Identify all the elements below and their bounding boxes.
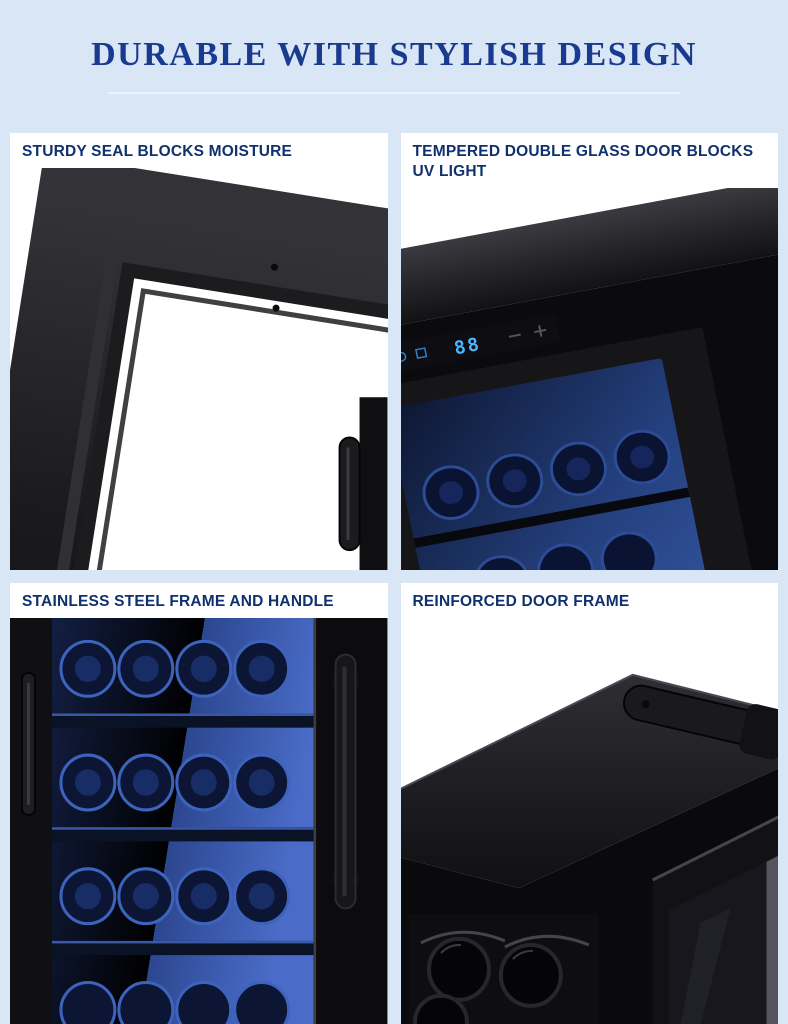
screw-icon [270, 263, 278, 271]
screw-icon [272, 304, 280, 312]
wine-bottle [412, 993, 469, 1024]
bottle-rack-rows [51, 639, 314, 1024]
light-icon [414, 346, 427, 359]
panel-label: STURDY SEAL BLOCKS MOISTURE [10, 133, 388, 168]
control-display: 88 [400, 313, 560, 374]
panel-stainless-frame: STAINLESS STEEL FRAME AND HANDLE [10, 583, 388, 1024]
door-seal-graphic [10, 167, 388, 570]
door-seal-photo [10, 167, 388, 570]
glass-door-graphic: 88 [400, 187, 778, 570]
minus-icon [508, 333, 521, 338]
door-frame [10, 167, 388, 570]
header: DURABLE WITH STYLISH DESIGN [0, 0, 788, 133]
door-hinge-photo [400, 617, 778, 1024]
left-door-edge [10, 617, 52, 1024]
panel-label: REINFORCED DOOR FRAME [400, 583, 778, 618]
interior-shelves-photo [10, 617, 388, 1024]
stainless-frame-and-handle [313, 617, 388, 1024]
panel-label: STAINLESS STEEL FRAME AND HANDLE [10, 583, 388, 618]
glass-door-photo: 88 [400, 187, 778, 570]
interior-bottle-rack [408, 914, 599, 1024]
power-icon [400, 351, 406, 362]
interior-graphic [10, 617, 388, 1024]
panel-tempered-glass: TEMPERED DOUBLE GLASS DOOR BLOCKS UV LIG… [400, 133, 778, 570]
door-edge-with-handle [338, 397, 388, 570]
plus-icon [533, 324, 546, 337]
wine-bottle [498, 942, 563, 1008]
wine-bottle [426, 936, 491, 1002]
page-title: DURABLE WITH STYLISH DESIGN [91, 36, 697, 73]
door-hinge [622, 684, 778, 760]
door-hinge-graphic [400, 617, 778, 1024]
reinforced-door-frame [651, 815, 778, 1024]
title-divider [108, 92, 680, 94]
bottle-rows [413, 429, 690, 570]
led-temperature-display: 88 [452, 334, 482, 359]
panel-reinforced-door: REINFORCED DOOR FRAME [400, 583, 778, 1024]
panel-label: TEMPERED DOUBLE GLASS DOOR BLOCKS UV LIG… [400, 133, 778, 188]
panel-sturdy-seal: STURDY SEAL BLOCKS MOISTURE [10, 133, 388, 570]
feature-grid: STURDY SEAL BLOCKS MOISTURE [0, 133, 788, 1024]
cabinet-top-surface [400, 187, 778, 344]
